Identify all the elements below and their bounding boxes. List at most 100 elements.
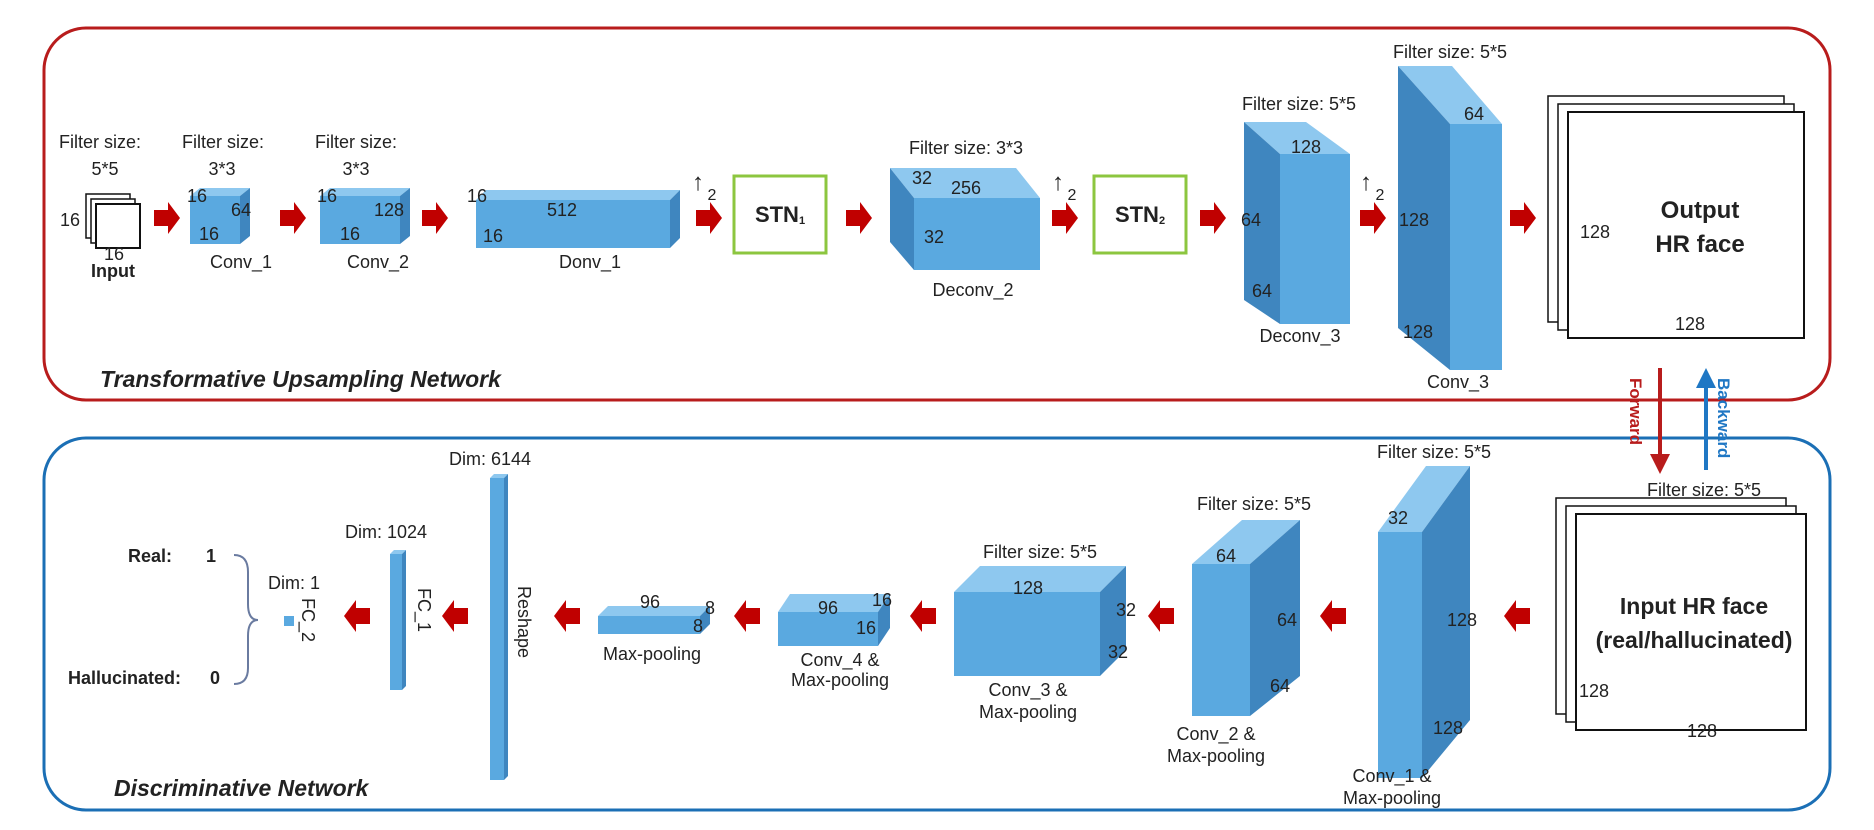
gen-arrow-4: [696, 202, 722, 234]
gen-deconv3-block: [1244, 122, 1350, 324]
gen-conv2-label: Conv_2: [347, 252, 409, 273]
disc-conv4-label2: Max-pooling: [791, 670, 889, 690]
gen-conv2-filter-1: Filter size:: [315, 132, 397, 152]
gen-stn2-box: [1092, 174, 1188, 255]
disc-fc2-node: [284, 616, 294, 626]
disc-conv4-label1: Conv_4 &: [800, 650, 879, 671]
gen-output-stack: [1547, 95, 1805, 339]
disc-reshape-label: Reshape: [514, 586, 534, 658]
gen-up1-factor: 2: [708, 187, 717, 204]
gen-conv2-block: [320, 188, 410, 244]
disc-maxpool-dim-c: 8: [693, 616, 703, 636]
gen-conv2-filter-2: 3*3: [342, 159, 369, 179]
output-hallucinated-label: Hallucinated:: [68, 668, 181, 688]
gen-up2-factor: 2: [1068, 187, 1077, 204]
gen-input-label: Input: [91, 261, 135, 281]
gen-conv1-dim-c: 16: [199, 224, 219, 244]
gen-arrow-2: [280, 202, 306, 234]
disc-conv4-dim-b: 16: [872, 590, 892, 610]
disc-conv4-dim-c: 16: [856, 618, 876, 638]
gen-conv1-filter-1: Filter size:: [182, 132, 264, 152]
gen-stn2-label: STN2: [1115, 202, 1165, 227]
disc-input-dim-a: 128: [1579, 681, 1609, 701]
disc-conv2-block: [1192, 520, 1300, 716]
disc-fc2-dim: Dim: 1: [268, 573, 320, 593]
gen-deconv3-label: Deconv_3: [1259, 326, 1340, 347]
gen-deconv2-dim-c: 32: [924, 227, 944, 247]
disc-conv3-dim-c: 32: [1108, 642, 1128, 662]
disc-input-stack: [1555, 497, 1807, 731]
disc-arrow-1: [1504, 600, 1530, 632]
disc-conv1-dim-a: 32: [1388, 508, 1408, 528]
gen-conv1-label: Conv_1: [210, 252, 272, 273]
output-real-label: Real:: [128, 546, 172, 566]
gen-donv1-dim-b: 512: [547, 200, 577, 220]
gen-arrow-1: [154, 202, 180, 234]
gen-conv1-dim-b: 64: [231, 200, 251, 220]
output-brace: [233, 554, 259, 685]
gen-conv2-dim-a: 16: [317, 186, 337, 206]
output-real-value: 1: [206, 546, 216, 566]
disc-conv2-label2: Max-pooling: [1167, 746, 1265, 766]
gen-conv2-dim-c: 16: [340, 224, 360, 244]
gen-conv3-dim-b: 128: [1399, 210, 1429, 230]
generator-frame: [42, 26, 1832, 402]
gen-conv3-block: [1398, 66, 1502, 370]
disc-conv3-label1: Conv_3 &: [988, 680, 1067, 701]
disc-conv1-label2: Max-pooling: [1343, 788, 1441, 808]
disc-conv1-dim-b: 128: [1447, 610, 1477, 630]
gen-deconv2-block: [890, 168, 1040, 270]
gen-up3-arrow-icon: ↑: [1360, 169, 1372, 196]
disc-conv3-dim-a: 128: [1013, 578, 1043, 598]
gen-stn1-label: STN1: [755, 202, 805, 227]
discriminator-title: Discriminative Network: [114, 775, 370, 801]
gen-conv3-label: Conv_3: [1427, 372, 1489, 393]
generator-title: Transformative Upsampling Network: [100, 366, 502, 392]
gen-up3-factor: 2: [1376, 187, 1385, 204]
disc-conv3-block: [954, 566, 1126, 676]
gen-donv1-label: Donv_1: [559, 252, 621, 273]
disc-arrow-7: [442, 600, 468, 632]
gen-input-dim-b: 16: [104, 244, 124, 264]
disc-conv1-label1: Conv_1 &: [1352, 766, 1431, 787]
gen-output-dim-b: 128: [1675, 314, 1705, 334]
backward-label: Backward: [1714, 378, 1733, 458]
disc-conv2-dim-a: 64: [1216, 546, 1236, 566]
disc-conv2-dim-c: 64: [1270, 676, 1290, 696]
gen-arrow-7: [1200, 202, 1226, 234]
disc-conv1-dim-c: 128: [1433, 718, 1463, 738]
gen-output-dim-a: 128: [1580, 222, 1610, 242]
gen-deconv2-dim-b: 256: [951, 178, 981, 198]
disc-conv4-dim-a: 96: [818, 598, 838, 618]
disc-conv3-dim-b: 32: [1116, 600, 1136, 620]
disc-input-filter: Filter size: 5*5: [1647, 480, 1761, 500]
gen-output-line1: Output: [1661, 197, 1740, 224]
disc-conv2-filter: Filter size: 5*5: [1197, 494, 1311, 514]
gen-deconv2-filter: Filter size: 3*3: [909, 138, 1023, 158]
gen-conv3-filter: Filter size: 5*5: [1393, 42, 1507, 62]
disc-arrow-6: [554, 600, 580, 632]
gen-conv1-filter-2: 3*3: [208, 159, 235, 179]
disc-arrow-3: [1148, 600, 1174, 632]
disc-maxpool-block: [598, 606, 710, 634]
disc-conv1-filter: Filter size: 5*5: [1377, 442, 1491, 462]
gen-input-filter-1: Filter size:: [59, 132, 141, 152]
disc-arrow-8: [344, 600, 370, 632]
disc-maxpool-dim-b: 8: [705, 598, 715, 618]
disc-conv4-block: [778, 594, 890, 646]
disc-maxpool-dim-a: 96: [640, 592, 660, 612]
disc-input-dim-b: 128: [1687, 721, 1717, 741]
disc-fc1-bar: [390, 550, 406, 690]
gen-deconv3-filter: Filter size: 5*5: [1242, 94, 1356, 114]
gen-deconv3-dim-b: 64: [1241, 210, 1261, 230]
gen-conv1-block: [190, 188, 250, 244]
output-hallucinated-value: 0: [210, 668, 220, 688]
gen-conv3-dim-a: 64: [1464, 104, 1484, 124]
disc-reshape-dim: Dim: 6144: [449, 449, 531, 469]
disc-conv3-label2: Max-pooling: [979, 702, 1077, 722]
gen-deconv3-dim-c: 64: [1252, 281, 1272, 301]
disc-fc1-label: FC_1: [413, 588, 434, 632]
gen-donv1-dim-a: 16: [467, 186, 487, 206]
disc-maxpool-label: Max-pooling: [603, 644, 701, 664]
